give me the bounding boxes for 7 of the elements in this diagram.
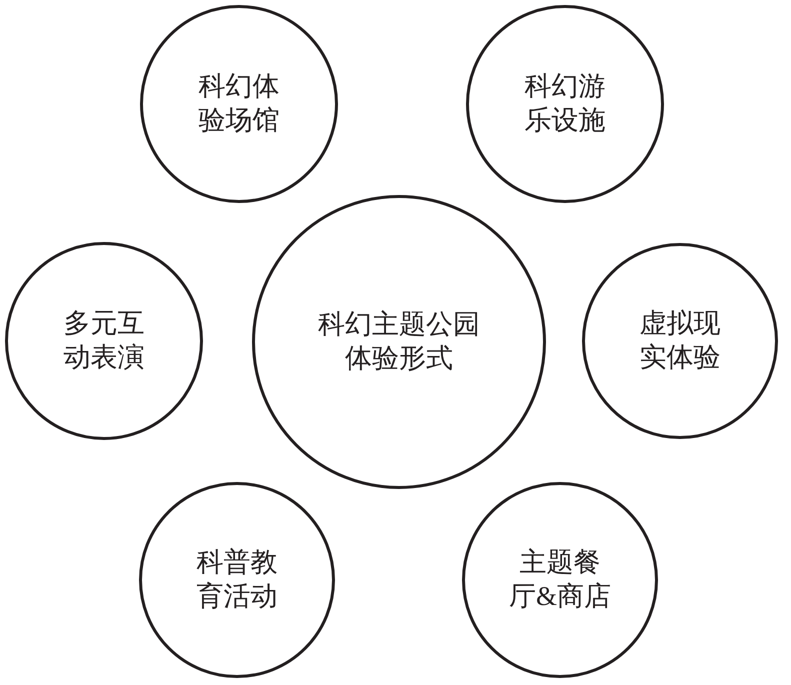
circle-label: 虚拟现实体验 xyxy=(638,307,722,374)
circle-label: 科普教育活动 xyxy=(195,546,278,613)
circle-label: 科幻体验场馆 xyxy=(197,70,280,137)
circle-label: 多元互动表演 xyxy=(62,307,146,374)
circle-label: 主题餐厅&商店 xyxy=(508,546,612,613)
circle-label: 科幻游乐设施 xyxy=(523,70,606,137)
circle-label: 科幻主题公园体验形式 xyxy=(317,308,481,375)
